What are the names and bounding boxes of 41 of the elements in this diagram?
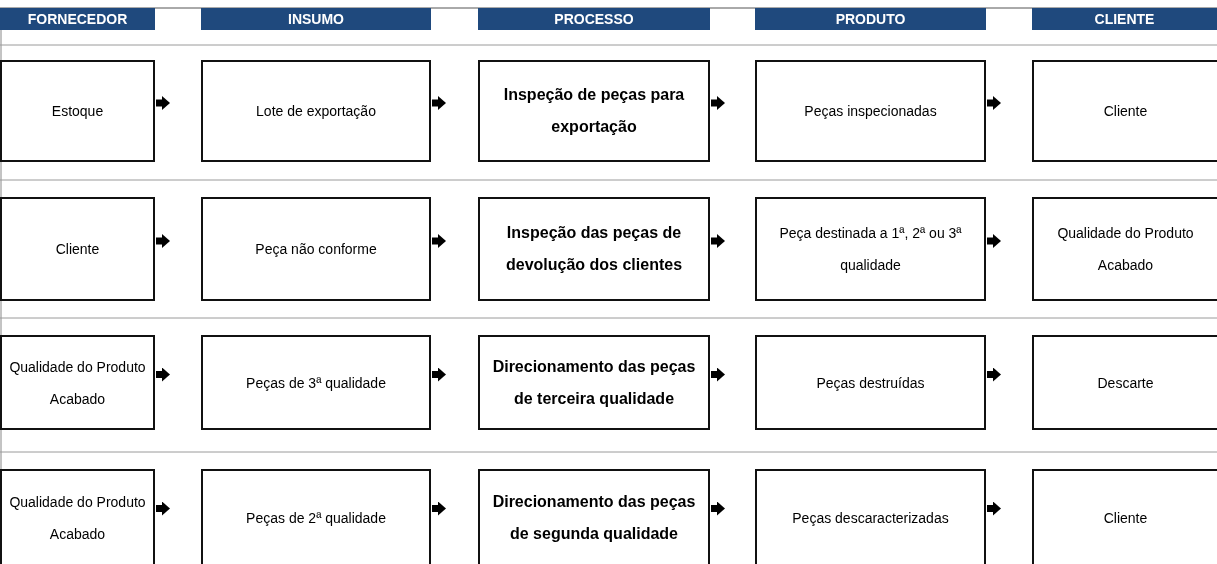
process-box: Cliente — [1032, 60, 1217, 162]
column-header: PROCESSO — [478, 8, 710, 30]
arrow — [156, 367, 170, 382]
process-box: Qualidade do Produto Acabado — [0, 469, 155, 564]
arrow — [987, 501, 1001, 516]
column-header: FORNECEDOR — [0, 8, 155, 30]
process-box: Direcionamento das peças de terceira qualidade — [478, 335, 710, 430]
process-box: Peças inspecionadas — [755, 60, 986, 162]
process-box: Peça destinada a 1ª, 2ª ou 3ª qualidade — [755, 197, 986, 301]
process-box: Lote de exportação — [201, 60, 431, 162]
arrow — [711, 501, 725, 516]
arrow — [987, 367, 1001, 382]
process-box: Inspeção das peças de devolução dos clientes — [478, 197, 710, 301]
arrow — [432, 234, 446, 248]
process-box: Peça não conforme — [201, 197, 431, 301]
process-box: Peças destruídas — [755, 335, 986, 430]
arrow — [156, 234, 170, 248]
process-box: Inspeção de peças para exportação — [478, 60, 710, 162]
process-box: Estoque — [0, 60, 155, 162]
process-box: Cliente — [1032, 469, 1217, 564]
process-box: Cliente — [0, 197, 155, 301]
arrow — [711, 367, 725, 382]
arrow — [156, 96, 170, 110]
arrow — [432, 367, 446, 382]
arrow — [432, 501, 446, 516]
arrow — [432, 96, 446, 110]
arrow — [711, 234, 725, 248]
arrow — [987, 96, 1001, 110]
process-box: Peças de 2ª qualidade — [201, 469, 431, 564]
column-header: PRODUTO — [755, 8, 986, 30]
arrow — [987, 234, 1001, 248]
column-header: INSUMO — [201, 8, 431, 30]
process-box: Peças de 3ª qualidade — [201, 335, 431, 430]
process-box: Qualidade do Produto Acabado — [0, 335, 155, 430]
arrow — [156, 501, 170, 516]
process-box: Peças descaracterizadas — [755, 469, 986, 564]
process-box: Direcionamento das peças de segunda qualidade — [478, 469, 710, 564]
column-header: CLIENTE — [1032, 8, 1217, 30]
process-box: Descarte — [1032, 335, 1217, 430]
arrow — [711, 96, 725, 110]
process-box: Qualidade do Produto Acabado — [1032, 197, 1217, 301]
